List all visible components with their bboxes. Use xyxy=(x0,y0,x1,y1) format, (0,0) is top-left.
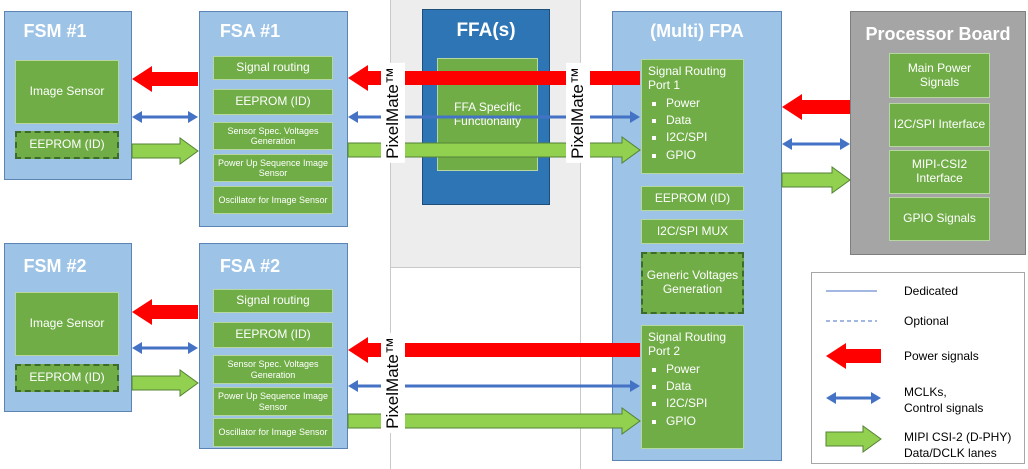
pixelmate-label: PixelMate™ xyxy=(566,63,590,163)
fpa-port1-item: Power xyxy=(666,95,737,112)
fsa2-title: FSA #2 xyxy=(219,256,281,276)
fpa-port1-item: I2C/SPI xyxy=(666,129,737,146)
fsa1-power-up: Power Up Sequence Image Sensor xyxy=(213,154,333,182)
fpa-port2-item: I2C/SPI xyxy=(666,395,737,412)
fsa1-module: FSA #1 Signal routing EEPROM (ID) Sensor… xyxy=(199,11,348,227)
fpa-port1-item: Data xyxy=(666,112,737,129)
control-arrow xyxy=(782,138,850,150)
legend-mclk-line1: MCLKs, xyxy=(904,385,947,399)
ffa-title: FFA(s) xyxy=(456,20,516,41)
fsa2-power-up: Power Up Sequence Image Sensor xyxy=(213,387,333,416)
legend-power: Power signals xyxy=(904,349,979,363)
fsa1-sensor-voltages: Sensor Spec. Voltages Generation xyxy=(213,122,333,150)
fsm2-image-sensor: Image Sensor xyxy=(15,292,119,356)
fsa2-module: FSA #2 Signal routing EEPROM (ID) Sensor… xyxy=(199,243,348,449)
fsa1-title: FSA #1 xyxy=(219,21,281,41)
legend-dedicated: Dedicated xyxy=(904,284,959,298)
fpa-port1: Signal Routing Port 1 Power Data I2C/SPI… xyxy=(641,59,744,174)
pixelmate-label: PixelMate™ xyxy=(381,63,405,163)
data-arrow xyxy=(131,137,199,165)
fpa-module: (Multi) FPA Signal Routing Port 1 Power … xyxy=(612,11,782,461)
data-arrow xyxy=(781,166,851,194)
control-arrow xyxy=(132,111,198,123)
fpa-port1-title: Signal Routing Port 1 xyxy=(648,64,727,92)
fsa1-signal-routing: Signal routing xyxy=(213,56,333,80)
legend-mclk-line2: Control signals xyxy=(904,401,984,415)
legend-data-arrow xyxy=(825,425,882,453)
fpa-port2-item: Power xyxy=(666,361,737,378)
power-arrow xyxy=(782,94,850,120)
fsm2-title: FSM #2 xyxy=(23,256,87,276)
fsm1-image-sensor: Image Sensor xyxy=(15,60,119,124)
legend-control-arrow xyxy=(826,392,881,404)
fsa2-sensor-voltages: Sensor Spec. Voltages Generation xyxy=(213,355,333,384)
fsm2-eeprom: EEPROM (ID) xyxy=(15,364,119,392)
fpa-eeprom: EEPROM (ID) xyxy=(641,186,744,211)
fpa-port2-item: Data xyxy=(666,378,737,395)
control-arrow xyxy=(132,342,198,354)
fpa-title: (Multi) FPA xyxy=(650,21,744,41)
ffa-divider-line-right xyxy=(580,268,581,469)
processor-main-power: Main Power Signals xyxy=(889,53,990,98)
processor-title: Processor Board xyxy=(865,24,1011,44)
fpa-port2-list: Power Data I2C/SPI GPIO xyxy=(648,361,737,431)
pixelmate-label: PixelMate™ xyxy=(381,333,405,433)
fsa1-oscillator: Oscillator for Image Sensor xyxy=(213,186,333,214)
fpa-port2-title: Signal Routing Port 2 xyxy=(648,330,727,358)
processor-mipi: MIPI-CSI2 Interface xyxy=(889,150,990,194)
fsm1-module: FSM #1 Image Sensor EEPROM (ID) xyxy=(4,11,132,180)
power-arrow xyxy=(132,299,198,325)
fpa-port2: Signal Routing Port 2 Power Data I2C/SPI… xyxy=(641,325,744,449)
legend-power-arrow xyxy=(826,343,881,369)
fsa2-eeprom: EEPROM (ID) xyxy=(213,322,333,348)
fsm1-eeprom: EEPROM (ID) xyxy=(15,131,119,159)
fsa1-eeprom: EEPROM (ID) xyxy=(213,89,333,115)
processor-gpio: GPIO Signals xyxy=(889,197,990,241)
processor-board: Processor Board Main Power Signals I2C/S… xyxy=(850,11,1026,255)
fsa2-oscillator: Oscillator for Image Sensor xyxy=(213,418,333,447)
fpa-port2-item: GPIO xyxy=(666,413,737,430)
fpa-generic-voltages: Generic Voltages Generation xyxy=(641,252,744,314)
fsa2-signal-routing: Signal routing xyxy=(213,289,333,313)
power-arrow xyxy=(132,66,198,92)
processor-i2c-spi: I2C/SPI Interface xyxy=(889,103,990,147)
legend-optional: Optional xyxy=(904,314,949,328)
fpa-i2c-spi-mux: I2C/SPI MUX xyxy=(641,219,744,244)
fsm2-module: FSM #2 Image Sensor EEPROM (ID) xyxy=(4,243,132,412)
power-arrow xyxy=(348,337,640,363)
fpa-port1-list: Power Data I2C/SPI GPIO xyxy=(648,95,737,165)
legend-mipi-line1: MIPI CSI-2 (D-PHY) xyxy=(904,430,1012,444)
data-arrow xyxy=(131,369,199,397)
fsm1-title: FSM #1 xyxy=(23,21,87,41)
legend-mipi-line2: Data/DCLK lanes xyxy=(904,446,997,460)
fpa-port1-item: GPIO xyxy=(666,147,737,164)
